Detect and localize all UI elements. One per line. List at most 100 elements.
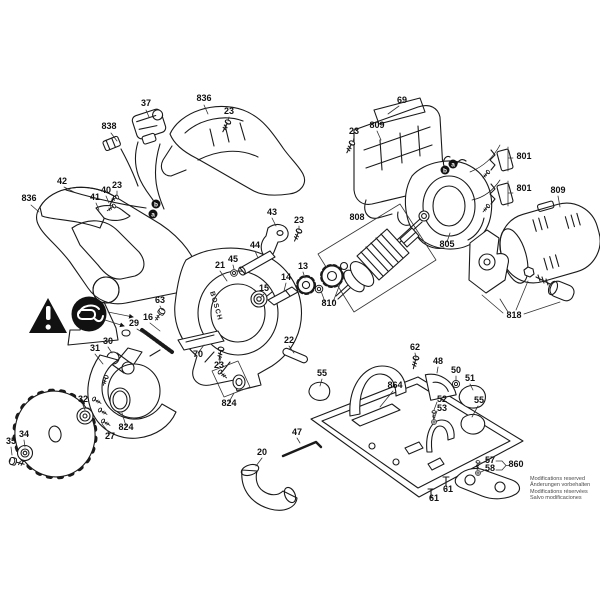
top-housing-836-drawing (160, 105, 306, 196)
knob-51-drawing (458, 384, 486, 409)
clamp-lever-860-drawing (427, 460, 521, 500)
part-label-62: 62 (410, 342, 420, 352)
part-label-35: 35 (6, 436, 16, 446)
part-label-30: 30 (103, 336, 113, 346)
saw-blade-drawing (12, 388, 98, 480)
dust-elbow-20-drawing (240, 463, 298, 511)
wire-marker-b: b (151, 199, 161, 209)
part-label-42: 42 (57, 176, 67, 186)
part-label-801: 801 (516, 151, 531, 161)
part-label-864: 864 (387, 380, 402, 390)
part-label-23: 23 (349, 126, 359, 136)
part-label-63: 63 (155, 295, 165, 305)
part-label-34: 34 (19, 429, 29, 439)
hex-key-47-drawing (281, 440, 323, 458)
part-label-52: 52 (437, 394, 447, 404)
cord-sleeve-41-drawing (95, 205, 131, 221)
notice-line-en: Modifications reserved (530, 476, 586, 482)
handle-housing-836-drawing (35, 186, 199, 346)
lever-43-drawing (260, 223, 289, 258)
part-label-801: 801 (516, 183, 531, 193)
bearing-flange-818-drawing (468, 229, 575, 315)
notice-line-fr: Modifications réservées (530, 488, 588, 495)
warning-triangle-icon (29, 298, 67, 333)
blade-mount-drawing (7, 387, 131, 469)
knob-55-right-drawing (460, 413, 486, 435)
part-label-45: 45 (228, 254, 238, 264)
part-label-23: 23 (112, 180, 122, 190)
brush-holders-801-drawing (469, 144, 514, 214)
part-label-58: 58 (485, 463, 495, 473)
svg-text:a: a (451, 161, 455, 168)
part-label-805: 805 (439, 239, 454, 249)
part-label-16: 16 (143, 312, 153, 322)
knob-55-left-drawing (308, 381, 331, 401)
part-label-47: 47 (292, 427, 302, 437)
knobs-drawing (308, 381, 486, 435)
part-label-29: 29 (129, 318, 139, 328)
part-label-37: 37 (141, 98, 151, 108)
part-label-48: 48 (433, 356, 443, 366)
part-label-50: 50 (451, 365, 461, 375)
svg-text:b: b (154, 201, 158, 208)
part-label-32: 32 (78, 394, 88, 404)
arrow-to-29 (104, 319, 125, 328)
riving-knife-70-drawing (177, 330, 225, 361)
part-label-808: 808 (349, 212, 364, 222)
part-label-41: 41 (90, 192, 100, 202)
gear-810-drawing (314, 261, 349, 294)
shaft-44-drawing (239, 250, 276, 275)
armature-808-drawing (317, 203, 437, 313)
part-label-23: 23 (214, 360, 224, 370)
part-label-836: 836 (21, 193, 36, 203)
part-label-61: 61 (429, 493, 439, 503)
wire-marker-a: a (148, 209, 158, 219)
part-label-55: 55 (474, 395, 484, 405)
gear-13-drawing (296, 275, 316, 295)
part-label-15: 15 (259, 283, 269, 293)
part-label-838: 838 (101, 121, 116, 131)
part-label-22: 22 (284, 335, 294, 345)
notice-line-de: Änderungen vorbehalten (530, 482, 591, 489)
spring-29-drawing (140, 328, 174, 354)
part-label-61: 61 (443, 484, 453, 494)
part-label-31: 31 (90, 343, 100, 353)
part-label-53: 53 (437, 403, 447, 413)
svg-text:b: b (443, 167, 447, 174)
safety-glasses-icon (71, 296, 107, 332)
arrow-to-16 (107, 311, 134, 319)
part-label-27: 27 (105, 431, 115, 441)
bevel-bracket-48-drawing (410, 354, 461, 401)
notice-line-es: Salvo modificaciones (530, 495, 582, 502)
switch-and-wires-drawing (102, 108, 167, 210)
part-label-809: 809 (550, 185, 565, 195)
part-label-70: 70 (193, 349, 203, 359)
power-cord-drawing (65, 189, 147, 209)
part-label-824: 824 (221, 398, 236, 408)
motor-housing-809-drawing (499, 200, 600, 284)
part-label-57: 57 (485, 455, 495, 465)
wire-marker-a: a (448, 159, 458, 169)
part-label-69: 69 (397, 95, 407, 105)
switch-wires (120, 141, 165, 210)
part-label-23: 23 (224, 106, 234, 116)
part-label-13: 13 (298, 261, 308, 271)
modifications-notice: Modifications reserved Änderungen vorbeh… (530, 476, 598, 502)
pin-22-drawing (282, 347, 308, 364)
part-label-810: 810 (321, 298, 336, 308)
part-label-14: 14 (281, 272, 291, 282)
label-sticker-69-drawing (373, 97, 426, 125)
part-label-836: 836 (196, 93, 211, 103)
part-label-860: 860 (508, 459, 523, 469)
wire-marker-b: b (440, 165, 450, 175)
part-label-44: 44 (250, 240, 260, 250)
part-label-51: 51 (465, 373, 475, 383)
part-label-20: 20 (257, 447, 267, 457)
leader-lines (10, 104, 561, 499)
part-label-21: 21 (215, 260, 225, 270)
part-label-824: 824 (118, 422, 133, 432)
